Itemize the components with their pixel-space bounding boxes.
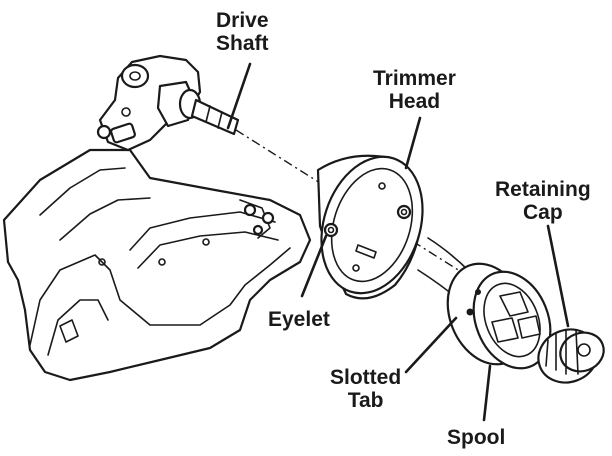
drive-shaft	[190, 98, 240, 136]
leader-slotted-tab	[404, 316, 458, 374]
label-spool: Spool	[447, 426, 506, 449]
leader-spool	[482, 364, 492, 422]
trimmer-housing	[2, 148, 312, 382]
leader-eyelet	[300, 234, 328, 298]
gearbox	[96, 54, 202, 152]
trimmer-head	[316, 154, 424, 300]
alignment-axis	[235, 129, 491, 291]
leader-trimmer-head	[404, 116, 422, 170]
label-eyelet: Eyelet	[268, 308, 330, 331]
leader-retaining-cap	[546, 224, 570, 328]
spool	[446, 262, 552, 370]
retaining-cap	[537, 328, 605, 384]
leader-drive-shaft	[226, 62, 252, 130]
